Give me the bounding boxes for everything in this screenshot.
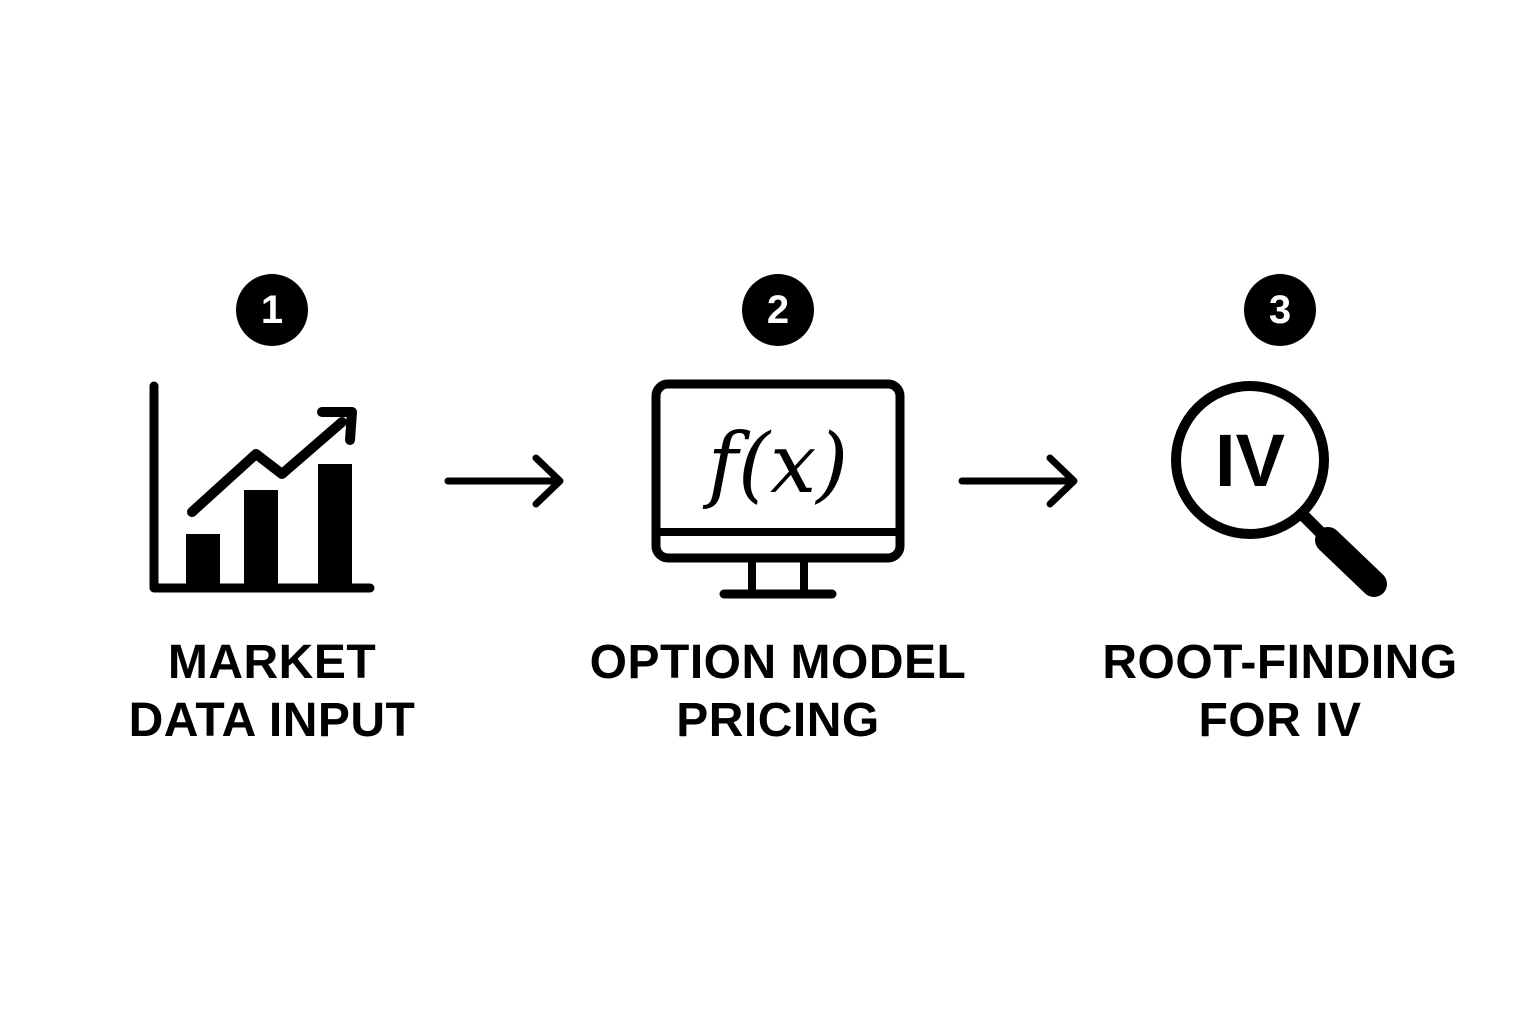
- step-root-finding-for-iv: 3 IV ROOT-FINDING FOR IV: [1060, 270, 1500, 770]
- step-option-model-pricing: 2 f(x) OPTION MODEL PRICING: [558, 270, 998, 770]
- step-number-badge: 2: [742, 274, 814, 346]
- step-label: OPTION MODEL PRICING: [558, 634, 998, 750]
- step-label: MARKET DATA INPUT: [52, 634, 492, 750]
- function-formula-text: f(x): [702, 417, 849, 512]
- step-number-badge: 1: [236, 274, 308, 346]
- magnifier-iv-icon: IV: [1171, 381, 1387, 597]
- arrow-right-icon: [444, 454, 564, 508]
- step-label-line: DATA INPUT: [128, 694, 416, 747]
- step-label-line: ROOT-FINDING: [1102, 636, 1458, 689]
- bar-chart-trend-icon: [149, 381, 375, 593]
- step-label-line: MARKET: [167, 636, 377, 689]
- step-market-data-input: 1 MARKET DATA INPUT: [52, 270, 492, 770]
- step-label: ROOT-FINDING FOR IV: [1060, 634, 1500, 750]
- step-label-line: PRICING: [676, 694, 880, 747]
- arrow-right-icon: [958, 454, 1078, 508]
- step-label-line: OPTION MODEL: [589, 636, 967, 689]
- iv-symbol-text: IV: [1215, 419, 1285, 502]
- monitor-function-icon: f(x): [651, 379, 905, 599]
- step-label-line: FOR IV: [1198, 694, 1362, 747]
- step-number-badge: 3: [1244, 274, 1316, 346]
